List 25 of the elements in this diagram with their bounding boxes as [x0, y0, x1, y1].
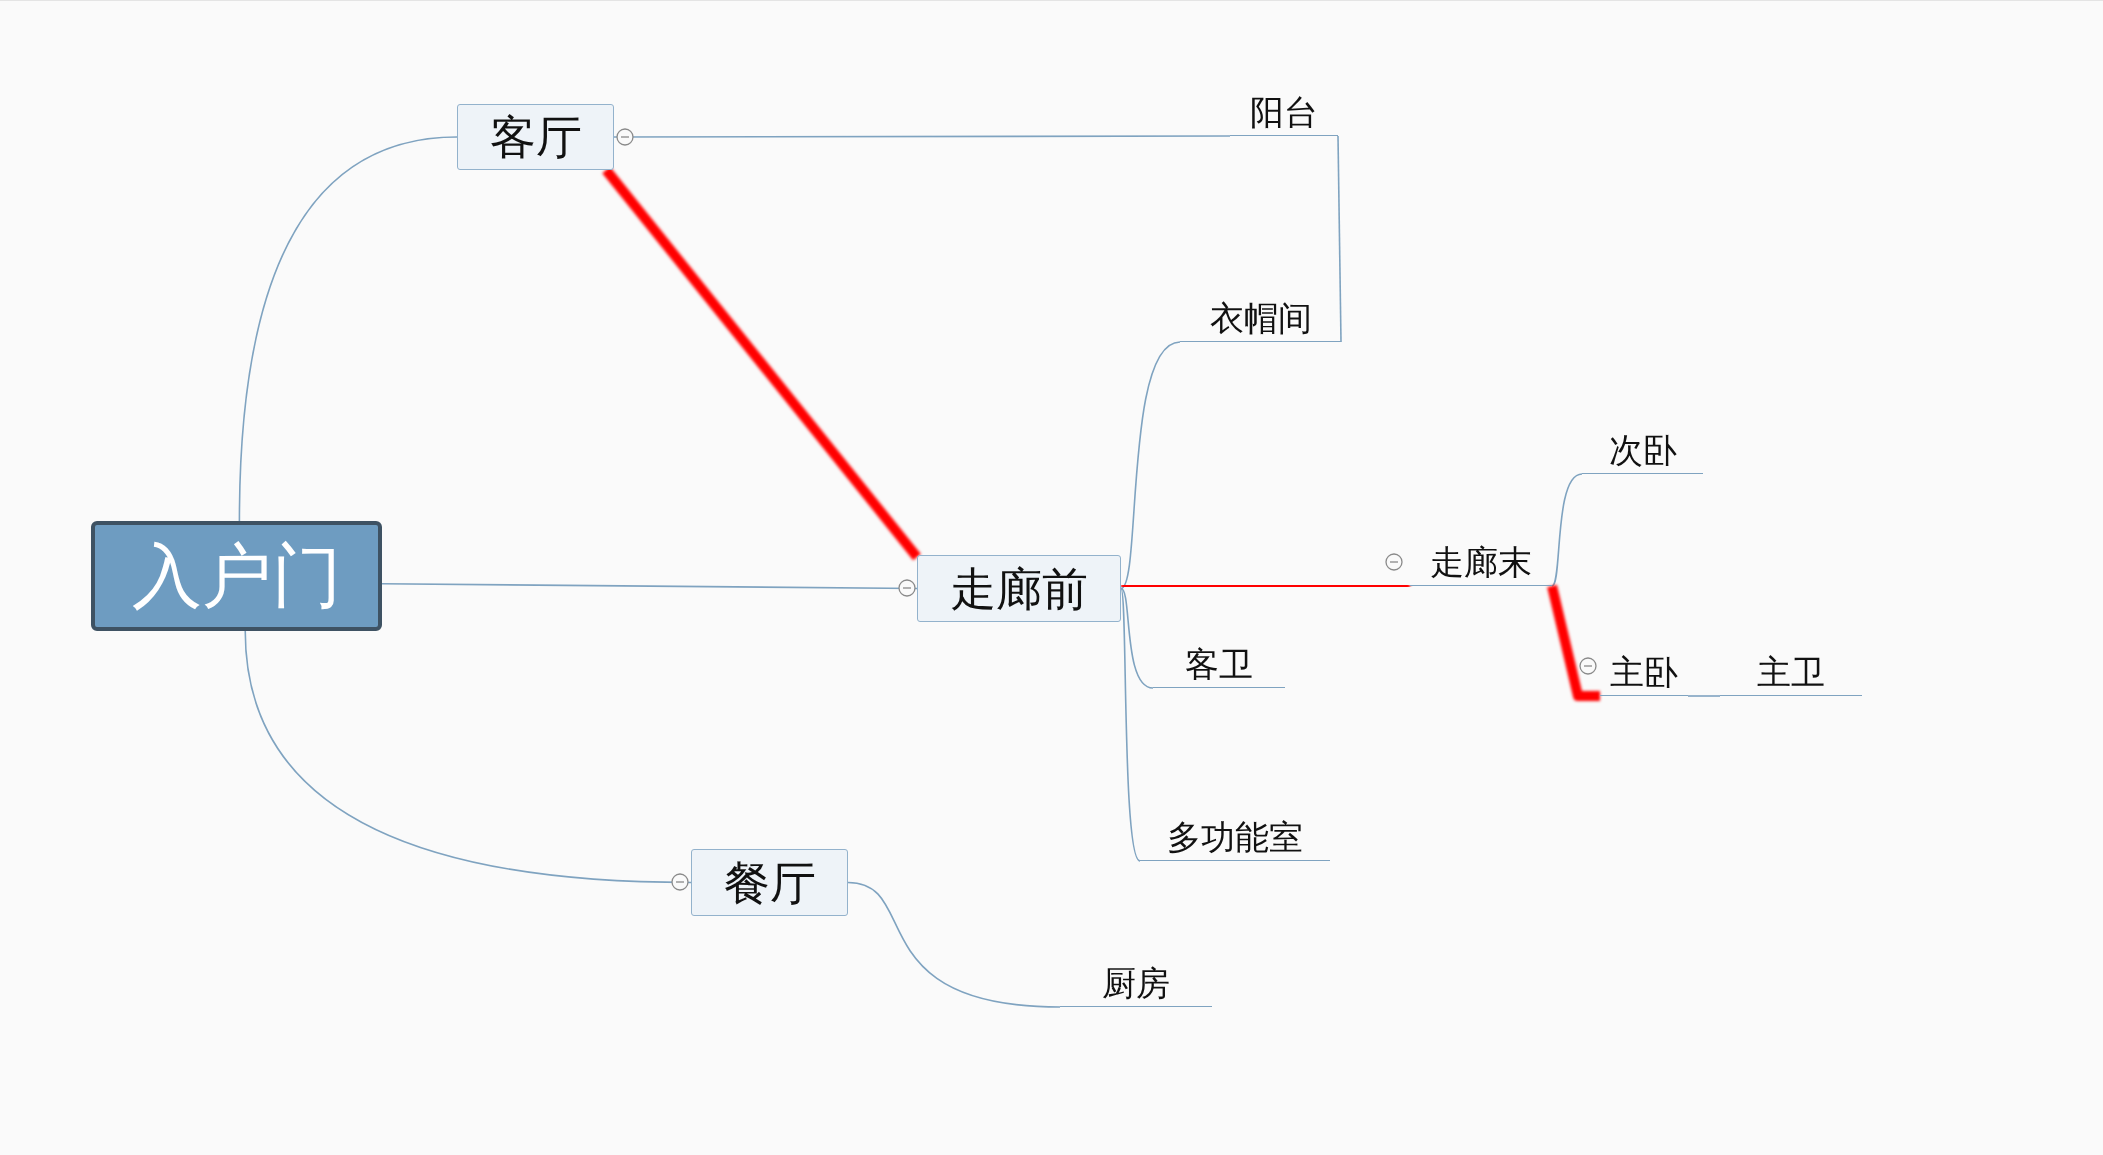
connector-line [1687, 695, 1721, 697]
topic-box: 走廊前 [917, 555, 1121, 622]
subtopic-label: 厨房 [1060, 959, 1212, 1007]
subtopic-label: 客卫 [1153, 641, 1285, 688]
topic-box: 餐厅 [691, 849, 848, 916]
connector-line [1120, 587, 1154, 689]
subtopic-label: 衣帽间 [1180, 294, 1341, 342]
subtopic-label: 主卧 [1600, 648, 1688, 696]
highlight-path-line [1121, 580, 1410, 591]
subtopic-label: 走廊末 [1410, 538, 1552, 586]
connector-line [613, 135, 1231, 138]
subtopic-label: 多功能室 [1140, 813, 1330, 861]
connector-line [847, 881, 1061, 1008]
connector-line [1551, 473, 1583, 587]
connector-line [1337, 135, 1342, 343]
subtopic-label: 主卫 [1720, 648, 1862, 696]
topic-box: 客厅 [457, 104, 614, 170]
connector-line [1120, 587, 1141, 862]
subtopic-label: 次卧 [1582, 426, 1703, 474]
connector-line [244, 630, 692, 884]
subtopic-label: 阳台 [1230, 89, 1338, 136]
connector-line [238, 136, 458, 522]
connector-line [381, 582, 918, 590]
root-topic-box: 入户门 [91, 521, 382, 631]
highlight-path-line [1547, 584, 1600, 701]
